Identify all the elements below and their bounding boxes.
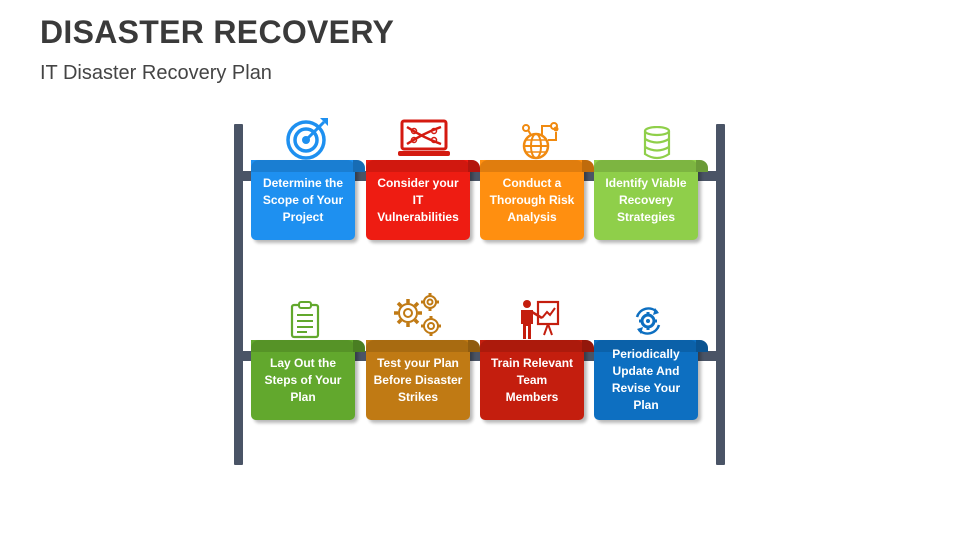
step-label-5: Lay Out the Steps of Your Plan bbox=[264, 355, 342, 404]
step-label-4: Identify Viable Recovery Strategies bbox=[605, 175, 687, 224]
globe-network-icon bbox=[522, 122, 559, 160]
right-post bbox=[716, 124, 725, 465]
clipboard-icon bbox=[290, 301, 320, 339]
step-card-6: Test your Plan Before Disaster Strikes bbox=[366, 340, 470, 420]
left-post bbox=[234, 124, 243, 465]
target-icon bbox=[286, 118, 328, 160]
laptop-chain-icon bbox=[398, 119, 450, 156]
step-card-3: Conduct a Thorough Risk Analysis bbox=[480, 160, 584, 240]
step-card-5: Lay Out the Steps of Your Plan bbox=[251, 340, 355, 420]
page-subtitle: IT Disaster Recovery Plan bbox=[40, 62, 272, 84]
step-card-8: Periodically Update And Revise Your Plan bbox=[594, 340, 698, 420]
step-label-2: Consider your IT Vulnerabilities bbox=[377, 175, 459, 224]
step-label-1: Determine the Scope of Your Project bbox=[262, 175, 344, 224]
step-label-6: Test your Plan Before Disaster Strikes bbox=[373, 355, 463, 404]
sync-gear-icon bbox=[635, 307, 661, 335]
database-icon bbox=[643, 126, 671, 160]
step-card-7: Train Relevant Team Members bbox=[480, 340, 584, 420]
step-label-3: Conduct a Thorough Risk Analysis bbox=[489, 175, 575, 224]
gears-icon bbox=[394, 293, 441, 336]
step-card-4: Identify Viable Recovery Strategies bbox=[594, 160, 698, 240]
step-card-2: Consider your IT Vulnerabilities bbox=[366, 160, 470, 240]
step-card-1: Determine the Scope of Your Project bbox=[251, 160, 355, 240]
presenter-icon bbox=[521, 300, 560, 339]
step-label-8: Periodically Update And Revise Your Plan bbox=[611, 347, 681, 412]
page-title: DISASTER RECOVERY bbox=[40, 14, 395, 50]
step-label-7: Train Relevant Team Members bbox=[490, 355, 574, 404]
